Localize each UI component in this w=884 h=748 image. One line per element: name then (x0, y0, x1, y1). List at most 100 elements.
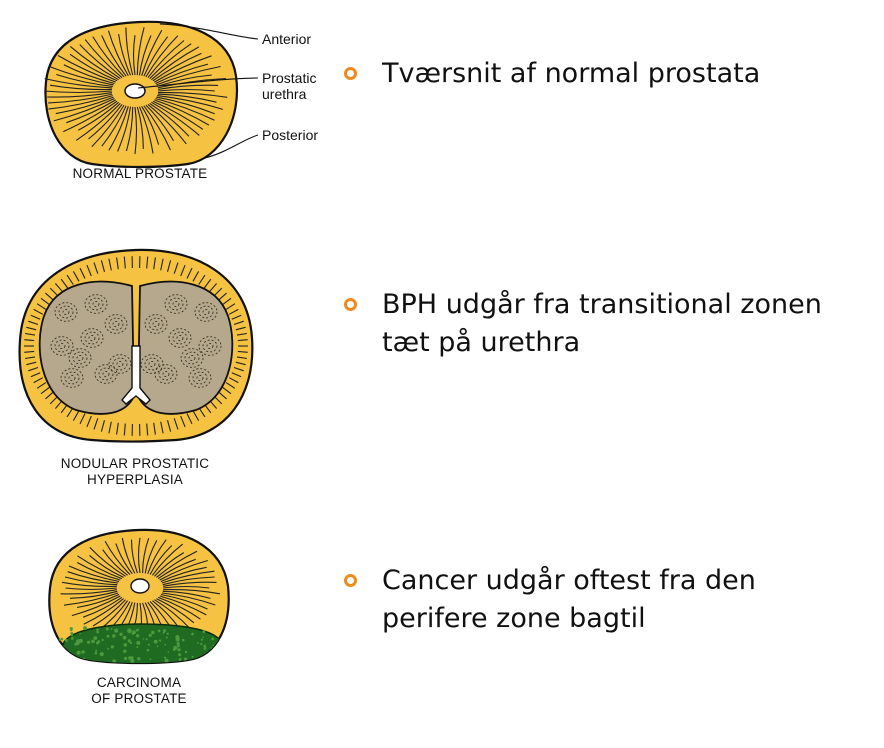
gland-ray (192, 271, 200, 282)
gland-ray (26, 326, 37, 331)
tumor-cell (181, 638, 185, 642)
gland-ray (147, 103, 187, 145)
tumor-cell (87, 640, 91, 644)
tumor-cell (167, 651, 170, 653)
bph-nodules (50, 294, 222, 388)
gland-ray (69, 45, 119, 81)
gland-ray (118, 34, 132, 76)
tumor-cell (127, 628, 132, 633)
tumor-cell (71, 634, 73, 637)
nodule-whorl (58, 342, 66, 349)
tumor-cell (157, 629, 161, 633)
tumor-cell (135, 628, 139, 632)
tumor-cell (130, 658, 135, 663)
gland-ray (153, 422, 156, 435)
tumor-cell (216, 647, 221, 652)
bullet-marker-icon (344, 574, 357, 587)
gland-ray (192, 410, 200, 421)
gland-ray (40, 386, 50, 395)
gland-ray (160, 593, 208, 610)
tumor-cell (122, 635, 127, 640)
tumor-cell (136, 634, 140, 638)
gland-ray (228, 308, 239, 315)
gland-ray (145, 35, 179, 78)
gland-ray (157, 95, 224, 110)
gland-ray (151, 101, 200, 136)
gland-ray (28, 320, 39, 326)
gland-ray (228, 377, 239, 384)
gland-ray (57, 55, 116, 83)
gland-ray (231, 314, 242, 320)
nodule-whorl (64, 371, 80, 385)
gland-ray (63, 100, 118, 133)
gland-ray (162, 590, 211, 599)
gland-ray (141, 106, 160, 145)
gland-ray (237, 350, 248, 353)
tumor-cell (156, 645, 159, 648)
tumor-cell (112, 634, 116, 638)
gland-ray (102, 549, 128, 576)
gland-ray (53, 98, 115, 122)
tumor-cell (69, 656, 73, 660)
caption-normal-prostate: NORMAL PROSTATE (72, 166, 208, 181)
nodule-whorl (198, 336, 222, 356)
tumor-cell (163, 656, 167, 659)
gland-ray (77, 555, 122, 580)
tumor-cell (200, 638, 203, 641)
tumor-cell (147, 643, 150, 646)
nodule-whorl (168, 328, 192, 348)
nodule-whorl (58, 305, 74, 319)
gland-ray (143, 36, 169, 77)
gland-ray (142, 538, 150, 574)
gland-ray (65, 587, 117, 591)
nodule-whorl (184, 351, 200, 365)
gland-ray (92, 36, 125, 78)
tumor-cell (158, 639, 162, 642)
tumor-cell (96, 628, 99, 631)
caption-bph: NODULAR PROSTATIC HYPERPLASIA (60, 456, 210, 487)
gland-ray (116, 422, 119, 435)
gland-ray (149, 43, 192, 79)
tumor-cell (106, 634, 110, 638)
tumor-cell (203, 647, 207, 650)
gland-ray (141, 29, 163, 76)
gland-ray (107, 30, 129, 76)
gland-ray (63, 592, 119, 606)
gland-ray (86, 415, 92, 428)
tumor-cell (78, 638, 83, 643)
nodule-whorl (84, 331, 100, 345)
nodule-whorl (176, 334, 184, 341)
nodule-whorl (144, 314, 168, 334)
gland-ray (225, 303, 236, 310)
tumor-cell (136, 640, 141, 645)
gland-ray (130, 539, 138, 574)
tumor-cell (149, 658, 152, 660)
gland-ray (79, 413, 86, 425)
gland-ray (138, 106, 154, 154)
tumor-cell (178, 658, 182, 661)
tumor-cell (70, 637, 74, 640)
label-anterior: Anterior (262, 31, 312, 47)
gland-ray (79, 267, 86, 279)
tumor-cell (79, 632, 81, 635)
tumor-cell (164, 658, 169, 663)
gland-ray (91, 104, 125, 148)
gland-ray (156, 65, 221, 86)
gland-ray (30, 314, 41, 320)
gland-ray (72, 410, 80, 421)
gland-ray (236, 332, 247, 336)
gland-ray (26, 361, 37, 366)
gland-ray (89, 547, 126, 577)
tumor-cell (94, 652, 97, 655)
tumor-cell (112, 659, 117, 663)
nodule-whorl (98, 367, 114, 381)
gland-ray (64, 576, 118, 586)
gland-ray (56, 73, 113, 87)
gland-ray (44, 78, 113, 89)
nodule-whorl (54, 339, 70, 353)
nodule-whorl (202, 339, 218, 353)
nodule-whorl (180, 348, 204, 368)
tumor-cell (202, 630, 206, 633)
nodule-whorl (108, 317, 124, 331)
tumor-cell (200, 642, 203, 646)
